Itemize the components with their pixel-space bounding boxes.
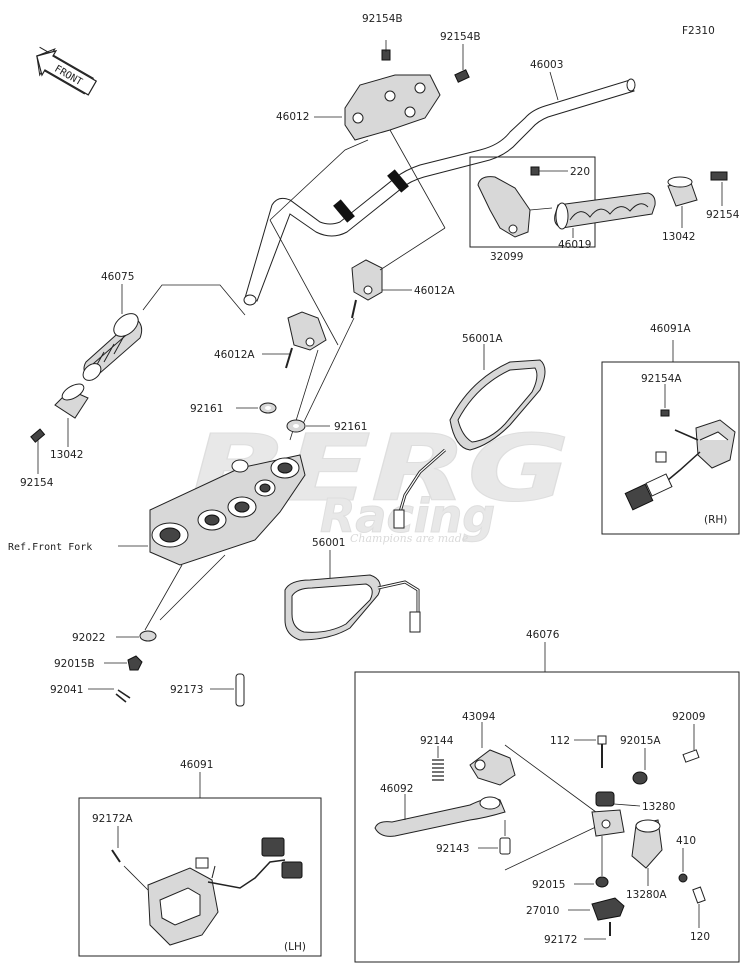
rh-switch-box [601,361,740,535]
label-92015A: 92015A [620,735,661,747]
left-grip-46075 [82,284,246,381]
label-92154-r: 92154 [706,209,740,221]
label-92154A: 92154A [641,373,682,385]
bolt-112 [574,735,607,768]
pin-92041 [88,688,131,703]
nut-92015B [104,655,143,671]
ref-front-fork-label: Ref.Front Fork [8,542,92,553]
label-43094: 43094 [462,711,496,723]
label-13042-r: 13042 [662,231,695,243]
label-92161-l: 92161 [190,403,223,415]
lever-holder [591,809,625,837]
bolt-92154-r [710,171,728,206]
lever-46092 [374,794,506,837]
triple-clamp [118,454,306,631]
front-arrow-icon: FRONT [36,46,98,96]
bolt-92154B-b [454,44,470,83]
label-46075: 46075 [101,271,134,283]
watermark-sub: Racing [320,489,495,543]
label-46012A-r: 46012A [414,285,455,297]
grip-end-13042-l [54,383,89,447]
box-label-lh: (LH) [284,941,306,953]
label-120: 120 [690,931,710,943]
washer-92161-r [286,419,330,433]
watermark: BERG Racing Champions are made [190,415,571,546]
label-13280: 13280 [642,801,675,813]
label-92173: 92173 [170,684,203,696]
label-46012: 46012 [276,111,309,123]
label-92022: 92022 [72,632,105,644]
collar-92143 [478,837,511,855]
spring-92144 [432,746,444,781]
switch-46091 [111,826,303,946]
label-27010: 27010 [526,905,559,917]
label-46003: 46003 [530,59,563,71]
label-92172A: 92172A [92,813,133,825]
label-92154B-a: 92154B [362,13,403,25]
washer-410 [678,848,688,883]
screw-220 [530,166,568,176]
label-46091: 46091 [180,759,213,771]
label-46012A-l: 46012A [214,349,255,361]
label-56001A: 56001A [462,333,503,345]
label-92144: 92144 [420,735,454,747]
nut-92015 [574,836,609,888]
label-92154B-b: 92154B [440,31,481,43]
watermark-tagline: Champions are made [350,532,469,545]
label-46091A: 46091A [650,323,691,335]
mirror-56001A [393,344,546,529]
label-46092: 46092 [380,783,413,795]
throttle-housing-32099 [477,176,531,238]
upper-holder [269,74,446,229]
label-13042-l: 13042 [50,449,83,461]
label-46076: 46076 [526,629,560,641]
grip-end-13042-r [667,176,698,228]
label-220: 220 [570,166,590,178]
holder-46012A-r [351,259,412,319]
label-92015B: 92015B [54,658,95,670]
clamp-13280A [631,819,663,886]
label-112: 112 [550,735,570,747]
bolt-92154B-a [381,40,391,61]
switch-27010 [568,897,625,921]
label-410: 410 [676,835,696,847]
washer-92161-l [236,402,277,414]
washer-92022 [116,630,157,642]
label-92161-r: 92161 [334,421,367,433]
label-92154-l: 92154 [20,477,54,489]
nut-92015A [632,748,648,785]
switch-13280 [595,791,641,807]
switch-46091A [624,384,736,511]
diagram-code: F2310 [682,25,715,37]
label-56001: 56001 [312,537,345,549]
label-13280A: 13280A [626,889,667,901]
label-92172: 92172 [544,934,577,946]
box-label-rh: (RH) [704,514,727,526]
mirror-56001 [284,550,421,641]
bracket-43094 [469,722,516,786]
bolt-92154-l [30,428,46,474]
bolt-92009 [682,724,700,763]
label-92009: 92009 [672,711,705,723]
lh-switch-box [78,797,322,957]
handlebar [243,78,636,306]
clutch-lever-box [354,671,740,963]
holder-46012A-l [262,311,327,369]
label-92143: 92143 [436,843,469,855]
throttle-grip-46019 [554,192,656,230]
label-92015: 92015 [532,879,565,891]
label-92041: 92041 [50,684,83,696]
screw-92172 [584,922,611,940]
clip-92173 [210,673,245,707]
label-46019: 46019 [558,239,591,251]
label-32099: 32099 [490,251,523,263]
bolt-120 [692,886,706,928]
